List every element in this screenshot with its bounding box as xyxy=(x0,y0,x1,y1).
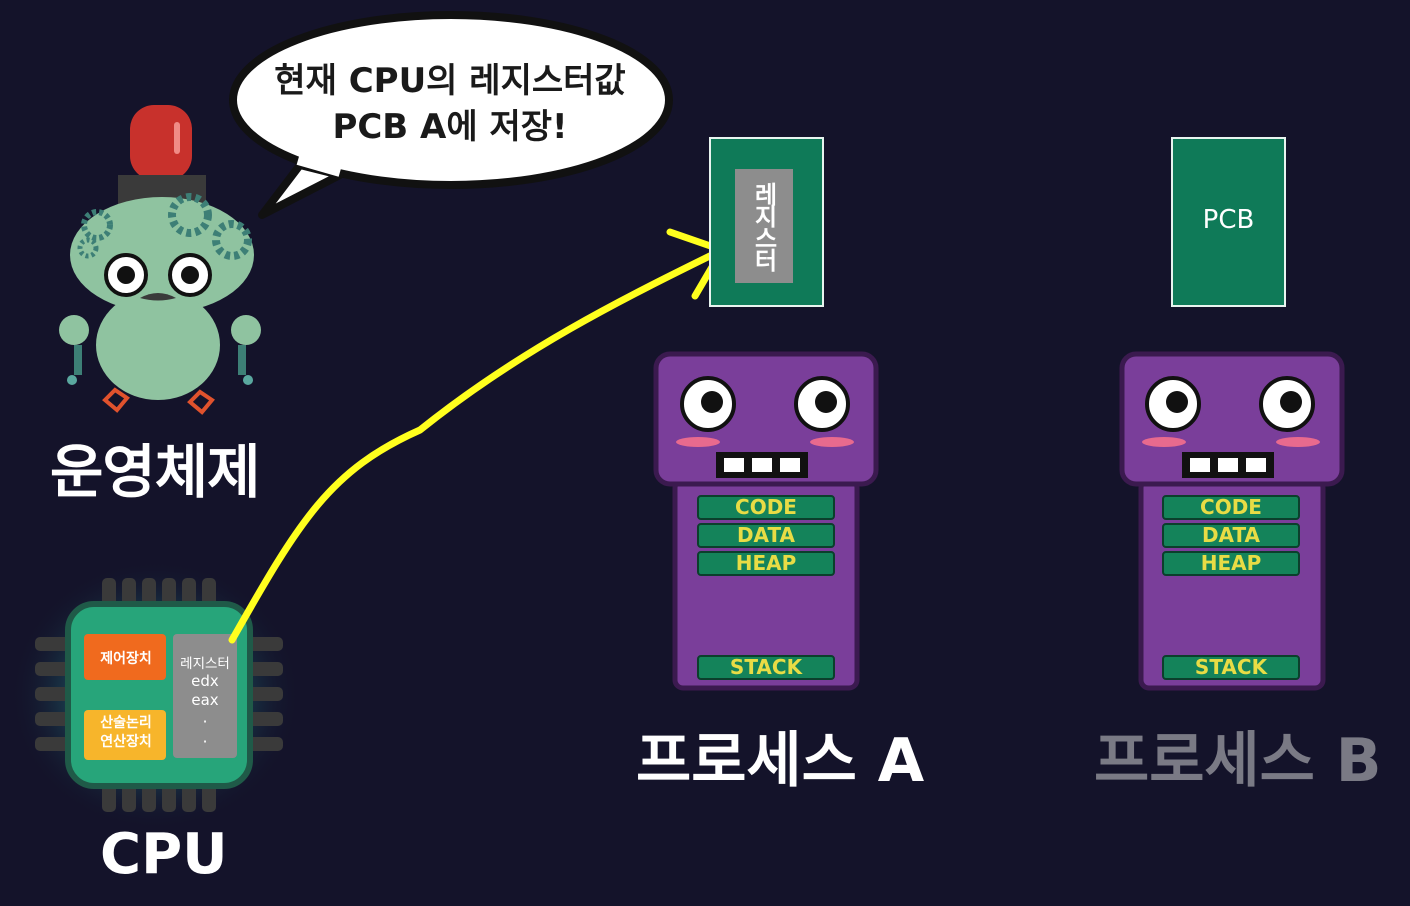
alu-line-2: 연산장치 xyxy=(100,734,152,750)
alu-label: 산술논리 연산장치 xyxy=(86,714,166,752)
register-eax: eax xyxy=(191,691,219,709)
speech-bubble xyxy=(229,11,673,219)
process-a-monster xyxy=(653,351,879,691)
process-a-label: 프로세스 A xyxy=(636,726,925,796)
speech-line-1: 현재 CPU의 레지스터값 xyxy=(274,61,626,101)
process-b-segment-code: CODE xyxy=(1162,495,1300,520)
register-edx: edx xyxy=(191,672,219,690)
robot-os-icon xyxy=(59,105,261,415)
register-ellipsis-1: · xyxy=(202,712,208,731)
process-b-segment-stack: STACK xyxy=(1162,655,1300,680)
pcb-b-label: PCB xyxy=(1202,205,1255,235)
process-a-segment-code: CODE xyxy=(697,495,835,520)
register-ellipsis-2: · xyxy=(202,732,208,751)
process-b-label: 프로세스 B xyxy=(1094,726,1382,796)
process-a-segment-stack: STACK xyxy=(697,655,835,680)
os-label: 운영체제 xyxy=(50,438,260,506)
pcb-a-block: 레지스터 xyxy=(709,137,824,307)
process-a-segment-data: DATA xyxy=(697,523,835,548)
process-b-segment-data: DATA xyxy=(1162,523,1300,548)
alu-line-1: 산술논리 xyxy=(100,715,152,731)
pcb-b-block: PCB xyxy=(1171,137,1286,307)
cpu-register-title: 레지스터 xyxy=(180,656,230,672)
cpu-label: CPU xyxy=(100,822,228,887)
process-b-monster xyxy=(1119,351,1345,691)
speech-line-2: PCB A에 저장! xyxy=(332,107,568,147)
save-arrow xyxy=(228,228,726,644)
process-b-segment-heap: HEAP xyxy=(1162,551,1300,576)
control-unit-label: 제어장치 xyxy=(100,651,152,667)
pcb-a-register-box: 레지스터 xyxy=(735,169,793,283)
cpu-chip-icon xyxy=(10,560,300,830)
process-a-segment-heap: HEAP xyxy=(697,551,835,576)
speech-bubble-text: 현재 CPU의 레지스터값 PCB A에 저장! xyxy=(250,58,650,150)
